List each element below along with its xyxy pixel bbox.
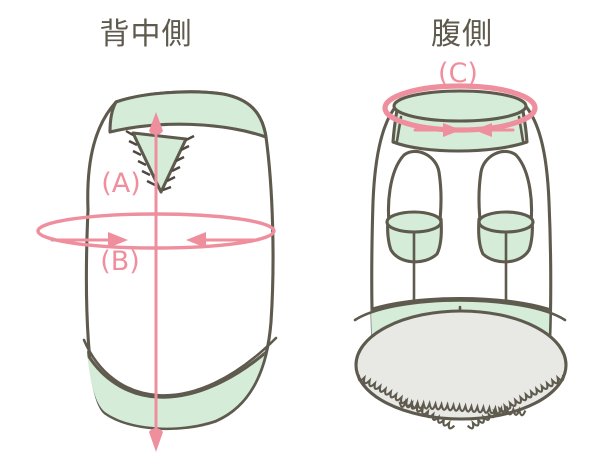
belly-garment-opening (354, 309, 568, 421)
v-neck-stitches-right (162, 134, 195, 192)
measurement-c-arrow-left-head (443, 123, 461, 137)
belly-picot-trim (357, 374, 565, 430)
measurement-a-indicator (149, 112, 163, 452)
panel-title-back: 背中側 (100, 17, 193, 52)
back-collar-band (108, 90, 268, 139)
belly-cuff-left-opening (385, 210, 443, 234)
panel-title-belly: 腹側 (431, 17, 493, 52)
v-neck-stitches-left (125, 129, 156, 187)
measurement-b-arrow-right-head (186, 232, 206, 248)
measurement-c-indicator (382, 83, 538, 137)
garment-back-view: (A) (B) (36, 90, 278, 452)
measurement-b-ellipse (36, 212, 276, 250)
measurement-c-arrow-right-head (474, 123, 492, 137)
measurement-a-label: (A) (101, 168, 141, 199)
back-hem-seam (82, 336, 278, 397)
back-v-neck-opening (131, 131, 188, 194)
measurement-b-indicator (36, 212, 276, 250)
measurement-b-arrow-left-head (108, 232, 128, 248)
measurement-c-label: (C) (438, 58, 478, 89)
belly-hem-top-seam (353, 299, 567, 322)
measurement-a-arrow-bottom (149, 428, 163, 452)
measurement-b-label: (B) (100, 246, 140, 277)
garment-belly-view: (C) (353, 58, 568, 430)
measurement-a-arrow-top (149, 112, 163, 135)
belly-neck-opening (392, 89, 528, 123)
belly-cuff-right-opening (477, 210, 535, 234)
